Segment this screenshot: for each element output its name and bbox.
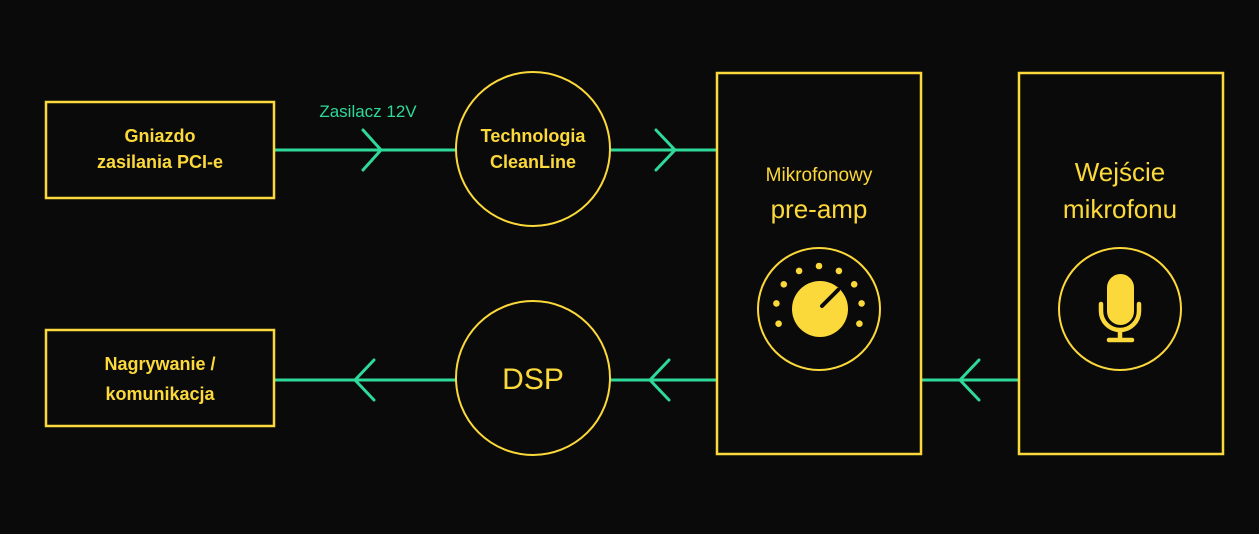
edge-cleanline-to-preamp bbox=[608, 128, 719, 172]
node-dsp[interactable]: DSP bbox=[455, 300, 611, 456]
node-label-line: Wejście bbox=[1075, 157, 1166, 187]
node-recording[interactable]: Nagrywanie / komunikacja bbox=[44, 328, 276, 428]
node-power-socket[interactable]: Gniazdo zasilania PCI-e bbox=[44, 100, 276, 200]
knob-tick-dot bbox=[780, 281, 788, 288]
arrow-right-icon bbox=[361, 128, 384, 172]
node-label-line: mikrofonu bbox=[1063, 194, 1177, 224]
node-mic-input[interactable]: Wejście mikrofonu bbox=[1017, 71, 1225, 456]
node-label-line: Technologia bbox=[481, 126, 587, 146]
knob-tick-dot bbox=[858, 300, 865, 307]
node-cleanline[interactable]: Technologia CleanLine bbox=[455, 71, 611, 227]
knob-tick-dot bbox=[773, 300, 780, 307]
edge-dsp-to-recording bbox=[272, 358, 458, 402]
arrow-left-icon bbox=[647, 358, 671, 402]
knob-tick-dot bbox=[850, 281, 858, 288]
node-label-line: Nagrywanie / bbox=[104, 354, 215, 374]
edge-preamp-to-dsp bbox=[608, 358, 719, 402]
node-label-line: Gniazdo bbox=[125, 126, 196, 146]
arrow-right-icon bbox=[654, 128, 678, 172]
edge-micinput-to-preamp bbox=[919, 358, 1021, 402]
node-preamp[interactable]: Mikrofonowy pre-amp bbox=[715, 71, 923, 456]
knob-tick-dot bbox=[795, 267, 803, 275]
knob-tick-dot bbox=[815, 262, 823, 270]
microphone-icon bbox=[1058, 247, 1182, 371]
knob-tick-dot bbox=[835, 267, 843, 275]
node-label-line: pre-amp bbox=[771, 194, 868, 224]
node-label-line: komunikacja bbox=[105, 384, 215, 404]
node-label-line: Mikrofonowy bbox=[766, 165, 873, 186]
knob-icon bbox=[757, 247, 881, 371]
node-label-line: CleanLine bbox=[490, 152, 576, 172]
node-label-line: zasilania PCI-e bbox=[97, 152, 223, 172]
edge-power-to-cleanline bbox=[272, 128, 458, 172]
edge-label-power: Zasilacz 12V bbox=[319, 102, 417, 121]
knob-tick-dot bbox=[775, 320, 782, 328]
arrow-left-icon bbox=[352, 358, 376, 402]
arrow-left-icon bbox=[957, 358, 981, 402]
node-label-line: DSP bbox=[502, 363, 564, 396]
knob-tick-dot bbox=[856, 320, 863, 328]
